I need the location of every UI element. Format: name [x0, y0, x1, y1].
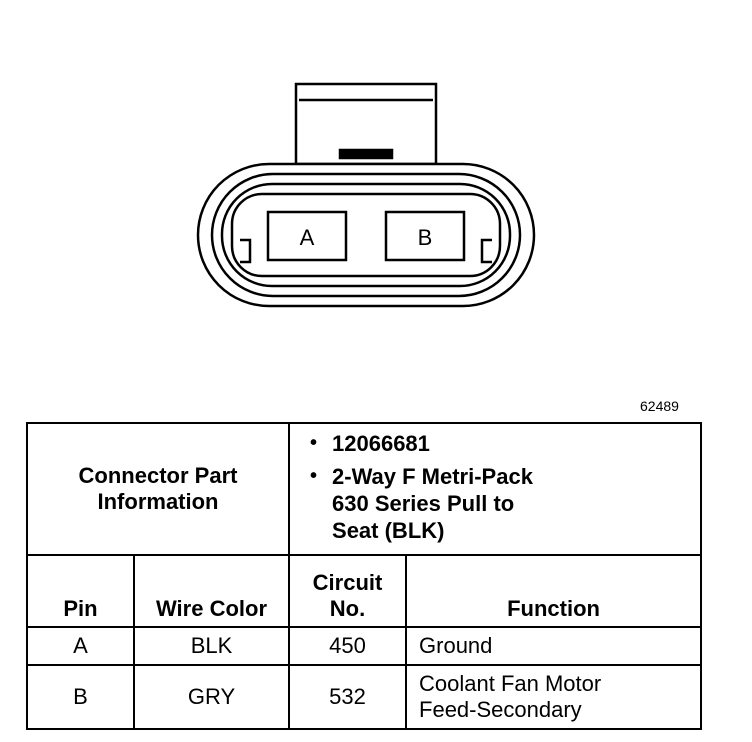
cell-circuit: 450 — [288, 626, 408, 666]
function-line: Ground — [419, 633, 493, 658]
cell-function: Coolant Fan Motor Feed-Secondary — [405, 664, 703, 730]
connector-body — [196, 162, 536, 308]
part-info-line: 12066681 — [332, 431, 430, 456]
pin-cavity-a: A — [266, 210, 348, 262]
connector-table: Connector Part Information 12066681 2-Wa… — [25, 422, 703, 730]
connector-lock-tab — [294, 82, 438, 166]
header-function: Function — [405, 554, 703, 628]
header-circuit-line: No. — [329, 596, 366, 621]
part-info-label-line: Connector Part — [78, 463, 238, 488]
function-line: Coolant Fan Motor — [419, 671, 602, 696]
cell-wire-color: GRY — [132, 664, 291, 730]
connector-side-latches — [240, 238, 492, 264]
part-info-line: 630 Series Pull to — [332, 491, 515, 516]
cell-function: Ground — [405, 626, 703, 666]
header-circuit-no: Circuit No. — [288, 554, 408, 628]
cell-circuit: 532 — [288, 664, 408, 730]
pin-b-label: B — [418, 225, 433, 250]
part-info-label-line: Information — [97, 489, 219, 514]
header-wire-color: Wire Color — [132, 554, 291, 628]
pin-cavity-b: B — [384, 210, 466, 262]
figure-id: 62489 — [640, 398, 679, 414]
part-info-row: Connector Part Information 12066681 2-Wa… — [25, 422, 703, 556]
table-row: A BLK 450 Ground — [26, 626, 703, 666]
table-header-row: Pin Wire Color Circuit No. Function — [26, 554, 703, 628]
cell-pin: A — [26, 626, 135, 666]
header-pin: Pin — [26, 554, 135, 628]
part-info-item: 2-Way F Metri-Pack 630 Series Pull to Se… — [310, 463, 700, 544]
part-info-item: 12066681 — [310, 430, 700, 457]
function-line: Feed-Secondary — [419, 697, 582, 722]
connector-diagram: A B — [196, 82, 536, 308]
part-info-line: 2-Way F Metri-Pack — [332, 464, 533, 489]
part-info-line: Seat (BLK) — [332, 518, 445, 543]
cell-pin: B — [26, 664, 135, 730]
part-info-label: Connector Part Information — [25, 422, 291, 556]
pin-a-label: A — [300, 225, 315, 250]
part-info-list: 12066681 2-Way F Metri-Pack 630 Series P… — [288, 422, 703, 556]
cell-wire-color: BLK — [132, 626, 291, 666]
table-row: B GRY 532 Coolant Fan Motor Feed-Seconda… — [26, 664, 703, 730]
header-circuit-line: Circuit — [312, 570, 383, 595]
